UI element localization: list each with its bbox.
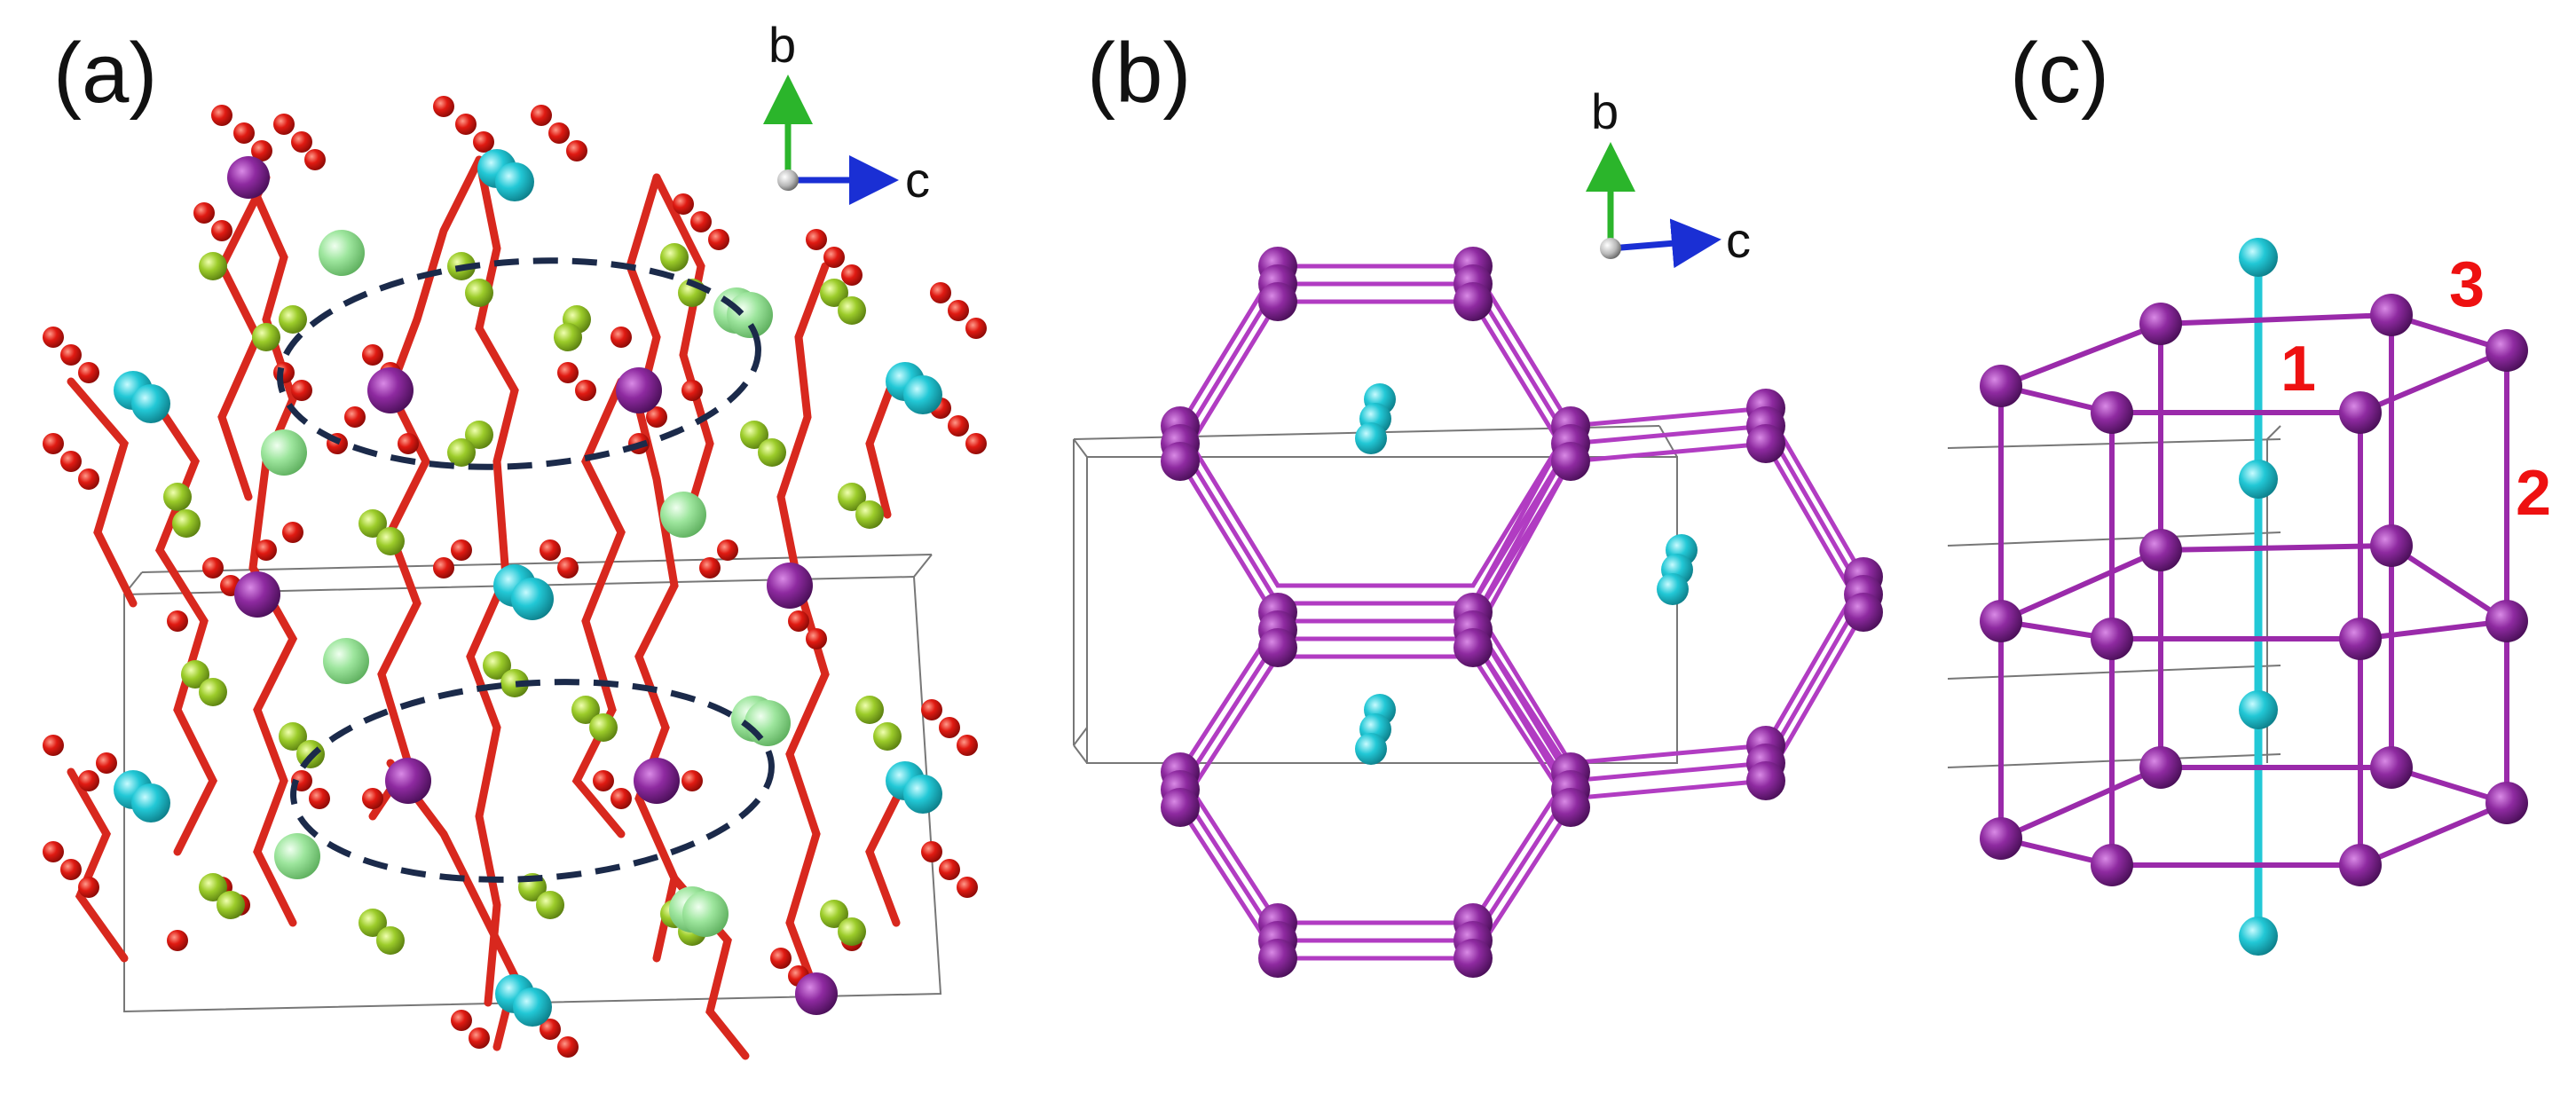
axis-b-label: b — [768, 17, 796, 73]
oxygen-atoms — [43, 96, 987, 1058]
cyan-atoms-c — [2239, 238, 2278, 956]
unit-cell-edge — [913, 554, 933, 578]
prism-bonds-c — [1991, 311, 2515, 868]
c-axis-arrow — [1610, 218, 1721, 269]
panel-b-label: (b) — [1087, 26, 1191, 121]
purple-atoms-c — [1980, 294, 2528, 886]
axis-c-label: c — [905, 152, 930, 208]
panel-a-label: (a) — [53, 26, 157, 121]
axis-origin-icon — [777, 169, 799, 191]
bond-label-3: 3 — [2449, 249, 2485, 320]
panel-c: (c) — [1947, 26, 2551, 956]
panel-b: (b) — [1073, 26, 1883, 978]
axis-b-label: b — [1591, 83, 1619, 139]
yellowgreen-atoms — [163, 243, 902, 955]
axis-c-label: c — [1726, 212, 1751, 268]
axis-indicator-a: b c — [763, 17, 930, 208]
bond-label-1: 1 — [2281, 334, 2316, 405]
purple-atoms-a — [227, 156, 838, 1015]
panel-a: (a) — [43, 17, 987, 1060]
axis-origin-icon — [1600, 238, 1621, 259]
purple-atoms-b — [1161, 247, 1883, 978]
unit-cell-outline — [123, 575, 942, 1013]
unit-cell-edge — [141, 554, 933, 573]
cyan-atoms-a — [114, 149, 942, 1027]
dashed-ellipse-lower — [290, 679, 775, 883]
green-cations-a — [261, 230, 791, 937]
dashed-ellipse-upper — [277, 257, 761, 470]
bond-label-2: 2 — [2516, 458, 2551, 529]
panel-c-label: (c) — [2010, 26, 2109, 121]
cyan-atoms-b — [1355, 383, 1698, 765]
axis-indicator-b: b c — [1586, 83, 1751, 269]
